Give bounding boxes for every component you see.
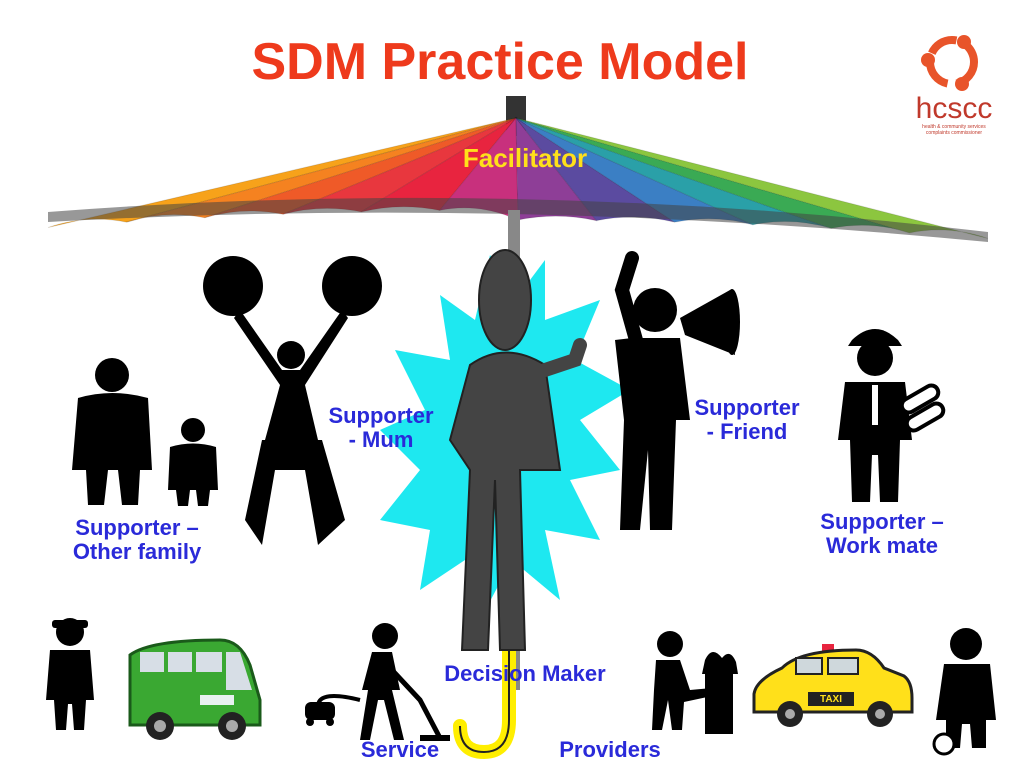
logo-tagline: health & community services complaints c…: [922, 124, 986, 136]
taxi-icon: [752, 644, 914, 727]
facilitator-label: Facilitator: [462, 143, 588, 173]
decision-maker-figure: [448, 249, 587, 651]
umbrella-rim: [48, 197, 988, 242]
supporter-other-family-label: Supporter – Other family: [42, 515, 232, 565]
supporter-work-mate-label: Supporter – Work mate: [792, 509, 972, 559]
vacuum-cleaner-icon: [305, 623, 450, 741]
supporter-mum-line-1: Supporter: [328, 403, 434, 428]
cook-icon: [652, 631, 738, 734]
logo-name: hcscc: [915, 92, 993, 125]
page-title: SDM Practice Model: [251, 33, 749, 91]
umbrella-handle-outline: [459, 620, 510, 754]
supporter-friend-line-2: - Friend: [706, 419, 788, 445]
decision-maker-label: Decision Maker: [444, 661, 606, 686]
megaphone-friend-icon: [614, 251, 740, 530]
providers-label: Providers: [559, 737, 661, 762]
work-mate-icon: [838, 329, 946, 502]
hcscc-logo-icon: [921, 35, 978, 91]
service-label: Service: [360, 737, 440, 762]
supporter-work-mate-line-1: Supporter –: [820, 509, 944, 534]
other-family-icon: [72, 358, 218, 506]
supporter-mum-line-2: - Mum: [348, 427, 414, 453]
supporter-other-family-line-1: Supporter –: [75, 515, 199, 540]
supporter-work-mate-line-2: Work mate: [825, 533, 939, 559]
supporter-friend-line-1: Supporter: [694, 395, 800, 420]
supporter-other-family-line-2: Other family: [72, 539, 202, 565]
cheerleader-icon: [203, 256, 382, 545]
taxi-sign: TAXI: [819, 694, 843, 705]
security-guard-icon: [46, 618, 94, 730]
supporter-friend-label: Supporter - Friend: [672, 395, 822, 445]
supporter-mum-label: Supporter - Mum: [306, 403, 456, 453]
minibus-icon: [128, 638, 262, 740]
soccer-coach-icon: [932, 628, 996, 756]
